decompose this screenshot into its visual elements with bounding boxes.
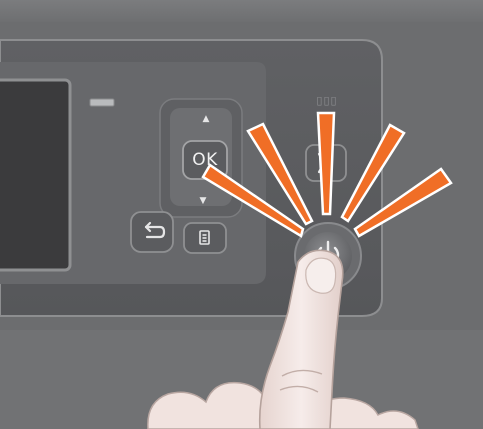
status-light — [90, 99, 114, 106]
display-screen — [0, 80, 70, 270]
indicator-dots: ▯▯▯ — [310, 94, 344, 108]
power-button[interactable] — [295, 223, 361, 289]
nav-up-button[interactable] — [192, 110, 220, 128]
sleep-button[interactable] — [306, 145, 346, 181]
back-button[interactable] — [131, 212, 173, 252]
menu-button[interactable] — [184, 223, 226, 253]
top-band — [0, 0, 483, 22]
nav-down-button[interactable] — [190, 191, 218, 207]
ok-button[interactable] — [183, 141, 227, 179]
